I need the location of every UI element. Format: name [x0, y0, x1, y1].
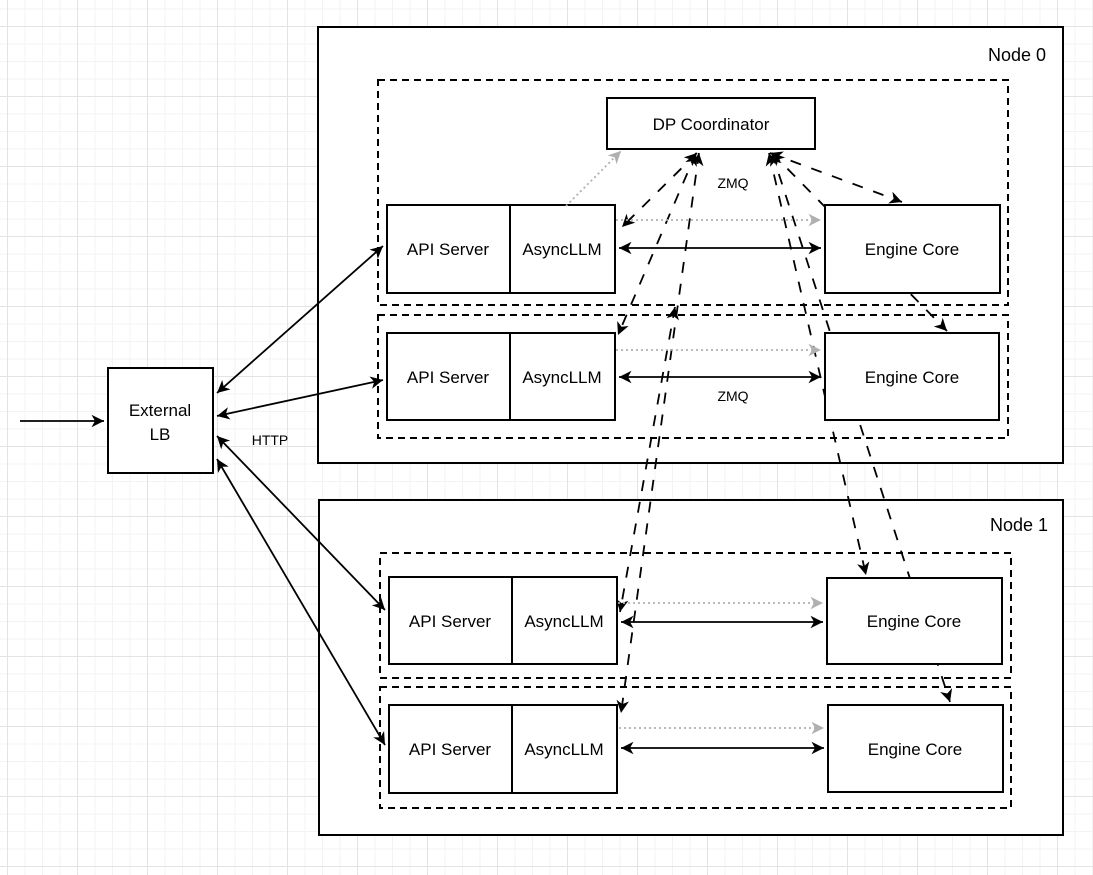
- http-lb-api-n0r0: [216, 245, 384, 394]
- external-lb-box: [107, 367, 214, 474]
- api-asyncllm-box-n0r1: [386, 332, 616, 421]
- dp-coordinator-box: [606, 97, 816, 150]
- engine-core-label-n0r1: Engine Core: [865, 368, 960, 387]
- external-lb-label-line1: External: [129, 401, 191, 420]
- node0-label: Node 0: [988, 45, 1046, 65]
- engine-core-box-n0r1: [824, 332, 1000, 421]
- engine-core-label-n1r1: Engine Core: [868, 740, 963, 759]
- asyncllm-label-n1r0: AsyncLLM: [524, 612, 603, 631]
- http-label: HTTP: [252, 432, 289, 448]
- api-server-label-n1r1: API Server: [409, 740, 492, 759]
- engine-core-box-n1r0: [826, 577, 1003, 665]
- api-server-label-n0r0: API Server: [407, 240, 490, 259]
- asyncllm-label-n0r1: AsyncLLM: [522, 368, 601, 387]
- http-lb-api-n1r1: [216, 458, 386, 746]
- dp-coordinator-label: DP Coordinator: [653, 115, 770, 134]
- asyncllm-label-n0r0: AsyncLLM: [522, 240, 601, 259]
- engine-core-box-n0r0: [824, 204, 1001, 294]
- api-asyncllm-box-n0r0: [386, 204, 616, 294]
- zmq-coordinator-label: ZMQ: [717, 175, 748, 191]
- api-server-label-n0r1: API Server: [407, 368, 490, 387]
- node1-label: Node 1: [990, 515, 1048, 535]
- engine-core-label-n1r0: Engine Core: [867, 612, 962, 631]
- external-lb-label-line2: LB: [150, 425, 171, 444]
- zmq-engine-label: ZMQ: [717, 388, 748, 404]
- http-lb-api-n0r1: [216, 376, 384, 420]
- engine-core-box-n1r1: [827, 704, 1004, 793]
- api-asyncllm-box-n1r0: [388, 576, 618, 665]
- api-server-label-n1r0: API Server: [409, 612, 492, 631]
- api-asyncllm-box-n1r1: [388, 704, 618, 794]
- engine-core-label-n0r0: Engine Core: [865, 240, 960, 259]
- asyncllm-label-n1r1: AsyncLLM: [524, 740, 603, 759]
